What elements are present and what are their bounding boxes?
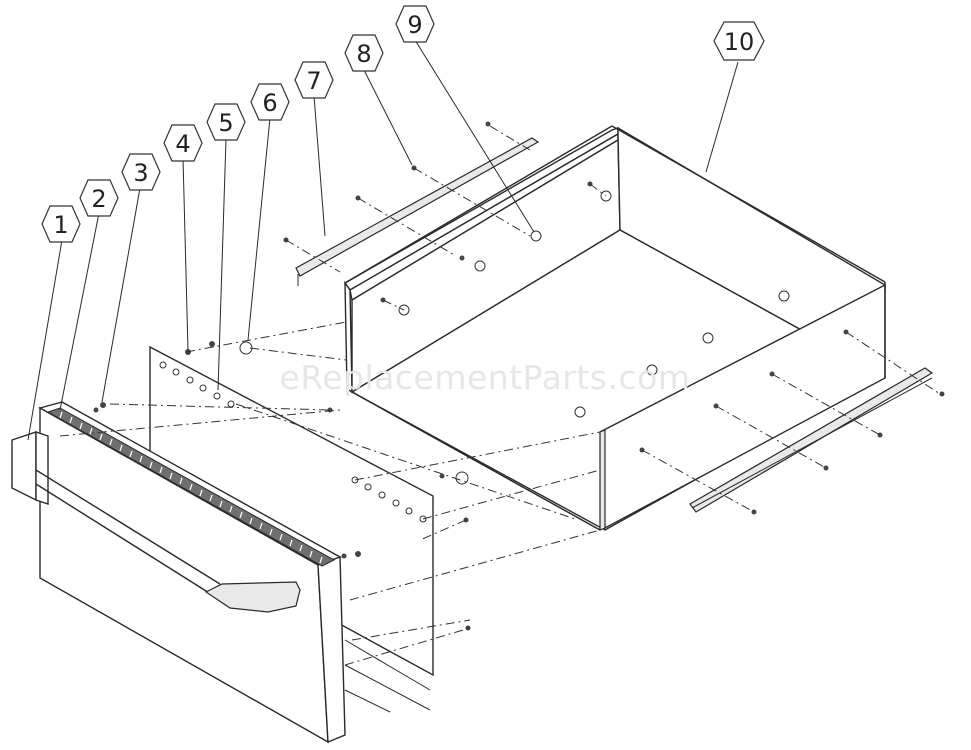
callout-6: 6 [250,83,290,121]
callout-label-9: 9 [407,11,422,39]
callout-label-7: 7 [306,67,321,95]
callout-label-3: 3 [133,159,148,187]
callout-4: 4 [163,124,203,162]
callout-label-10: 10 [724,28,755,56]
callout-1: 1 [41,205,81,243]
slide-rail-right [689,367,934,513]
callout-9: 9 [395,5,435,43]
callout-label-4: 4 [175,130,190,158]
watermark-text: eReplacementParts.com [280,358,691,397]
slide-rail-left [295,137,540,286]
callout-10: 10 [713,21,765,61]
callout-label-8: 8 [356,40,371,68]
callout-label-5: 5 [218,109,233,137]
callout-label-6: 6 [262,89,277,117]
drawer-box [343,125,886,531]
drawer-handle [11,431,301,613]
callout-8: 8 [344,34,384,72]
fasteners [93,121,945,631]
assembly-lines [59,125,941,666]
vent-grille [59,411,323,564]
drawer-front-panel [11,401,431,744]
callout-label-1: 1 [53,211,68,239]
callout-7: 7 [294,61,334,99]
callout-5: 5 [206,103,246,141]
callout-label-2: 2 [91,185,106,213]
callout-2: 2 [79,179,119,217]
leader-lines [27,39,739,441]
callout-3: 3 [121,153,161,191]
